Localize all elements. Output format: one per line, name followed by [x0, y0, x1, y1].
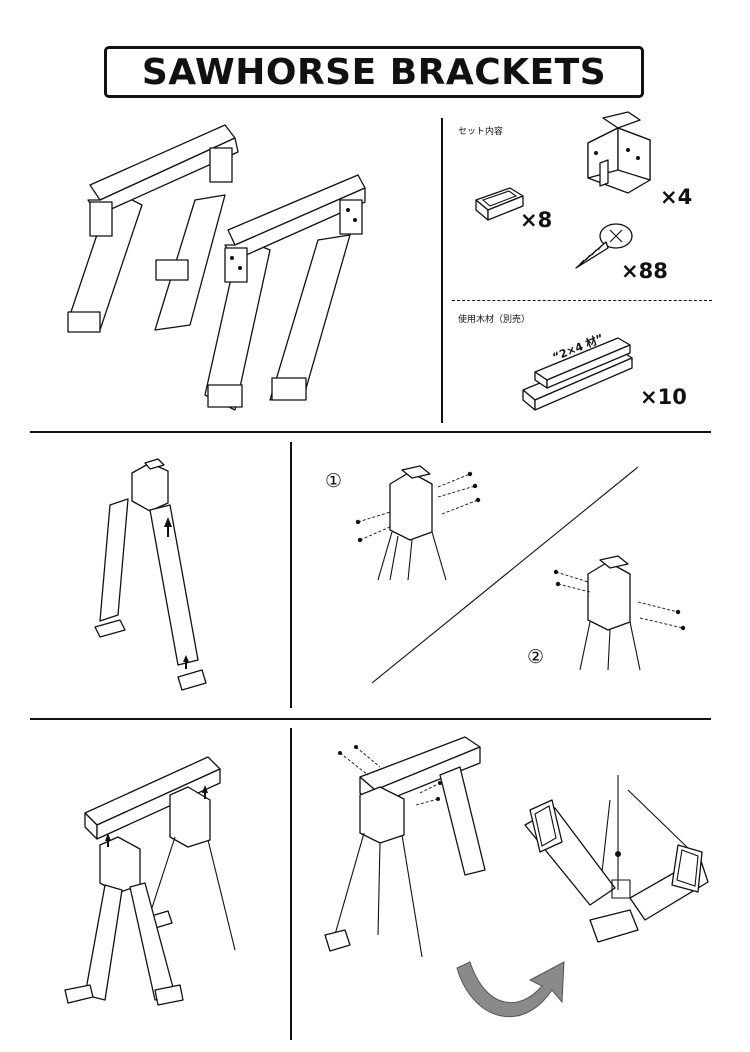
- divider-mid-vertical: [290, 442, 292, 708]
- divider-dashed-parts: [452, 300, 712, 301]
- step-2-number: ②: [527, 646, 545, 668]
- foot-cap-quantity: ×8: [520, 208, 553, 232]
- step-1-illustration: [355, 465, 481, 581]
- top-board-placement-illustration: [64, 756, 236, 1006]
- page-title: SAWHORSE BRACKETS: [141, 51, 607, 93]
- divider-row2: [30, 718, 711, 720]
- sawhorse-back: [67, 124, 239, 333]
- lumber-heading: 使用木材（別売）: [458, 315, 531, 325]
- screw-part-illustration: [575, 223, 633, 269]
- divider-row1: [30, 431, 711, 433]
- underside-view-illustration: [524, 775, 709, 943]
- leg-assembly-illustration: [94, 458, 207, 691]
- title-box: SAWHORSE BRACKETS: [104, 46, 644, 98]
- assembled-sawhorses-illustration: [67, 124, 366, 411]
- lumber-board-illustration: [522, 337, 633, 411]
- bracket-quantity: ×4: [660, 185, 693, 209]
- contents-heading: セット内容: [458, 127, 504, 137]
- step-divider-diagonal: [371, 466, 639, 684]
- step-2-illustration: [553, 555, 686, 671]
- flip-arrow-icon: [456, 961, 565, 1018]
- foot-cap-part-illustration: [475, 187, 524, 221]
- board-quantity: ×10: [640, 385, 687, 409]
- divider-top-vertical: [441, 118, 443, 423]
- screw-quantity: ×88: [621, 259, 668, 283]
- step-1-number: ①: [325, 470, 343, 492]
- top-board-screwing-illustration: [324, 736, 486, 958]
- sawhorse-front: [204, 174, 366, 411]
- divider-bottom-vertical: [290, 728, 292, 1040]
- bracket-part-illustration: [587, 111, 651, 194]
